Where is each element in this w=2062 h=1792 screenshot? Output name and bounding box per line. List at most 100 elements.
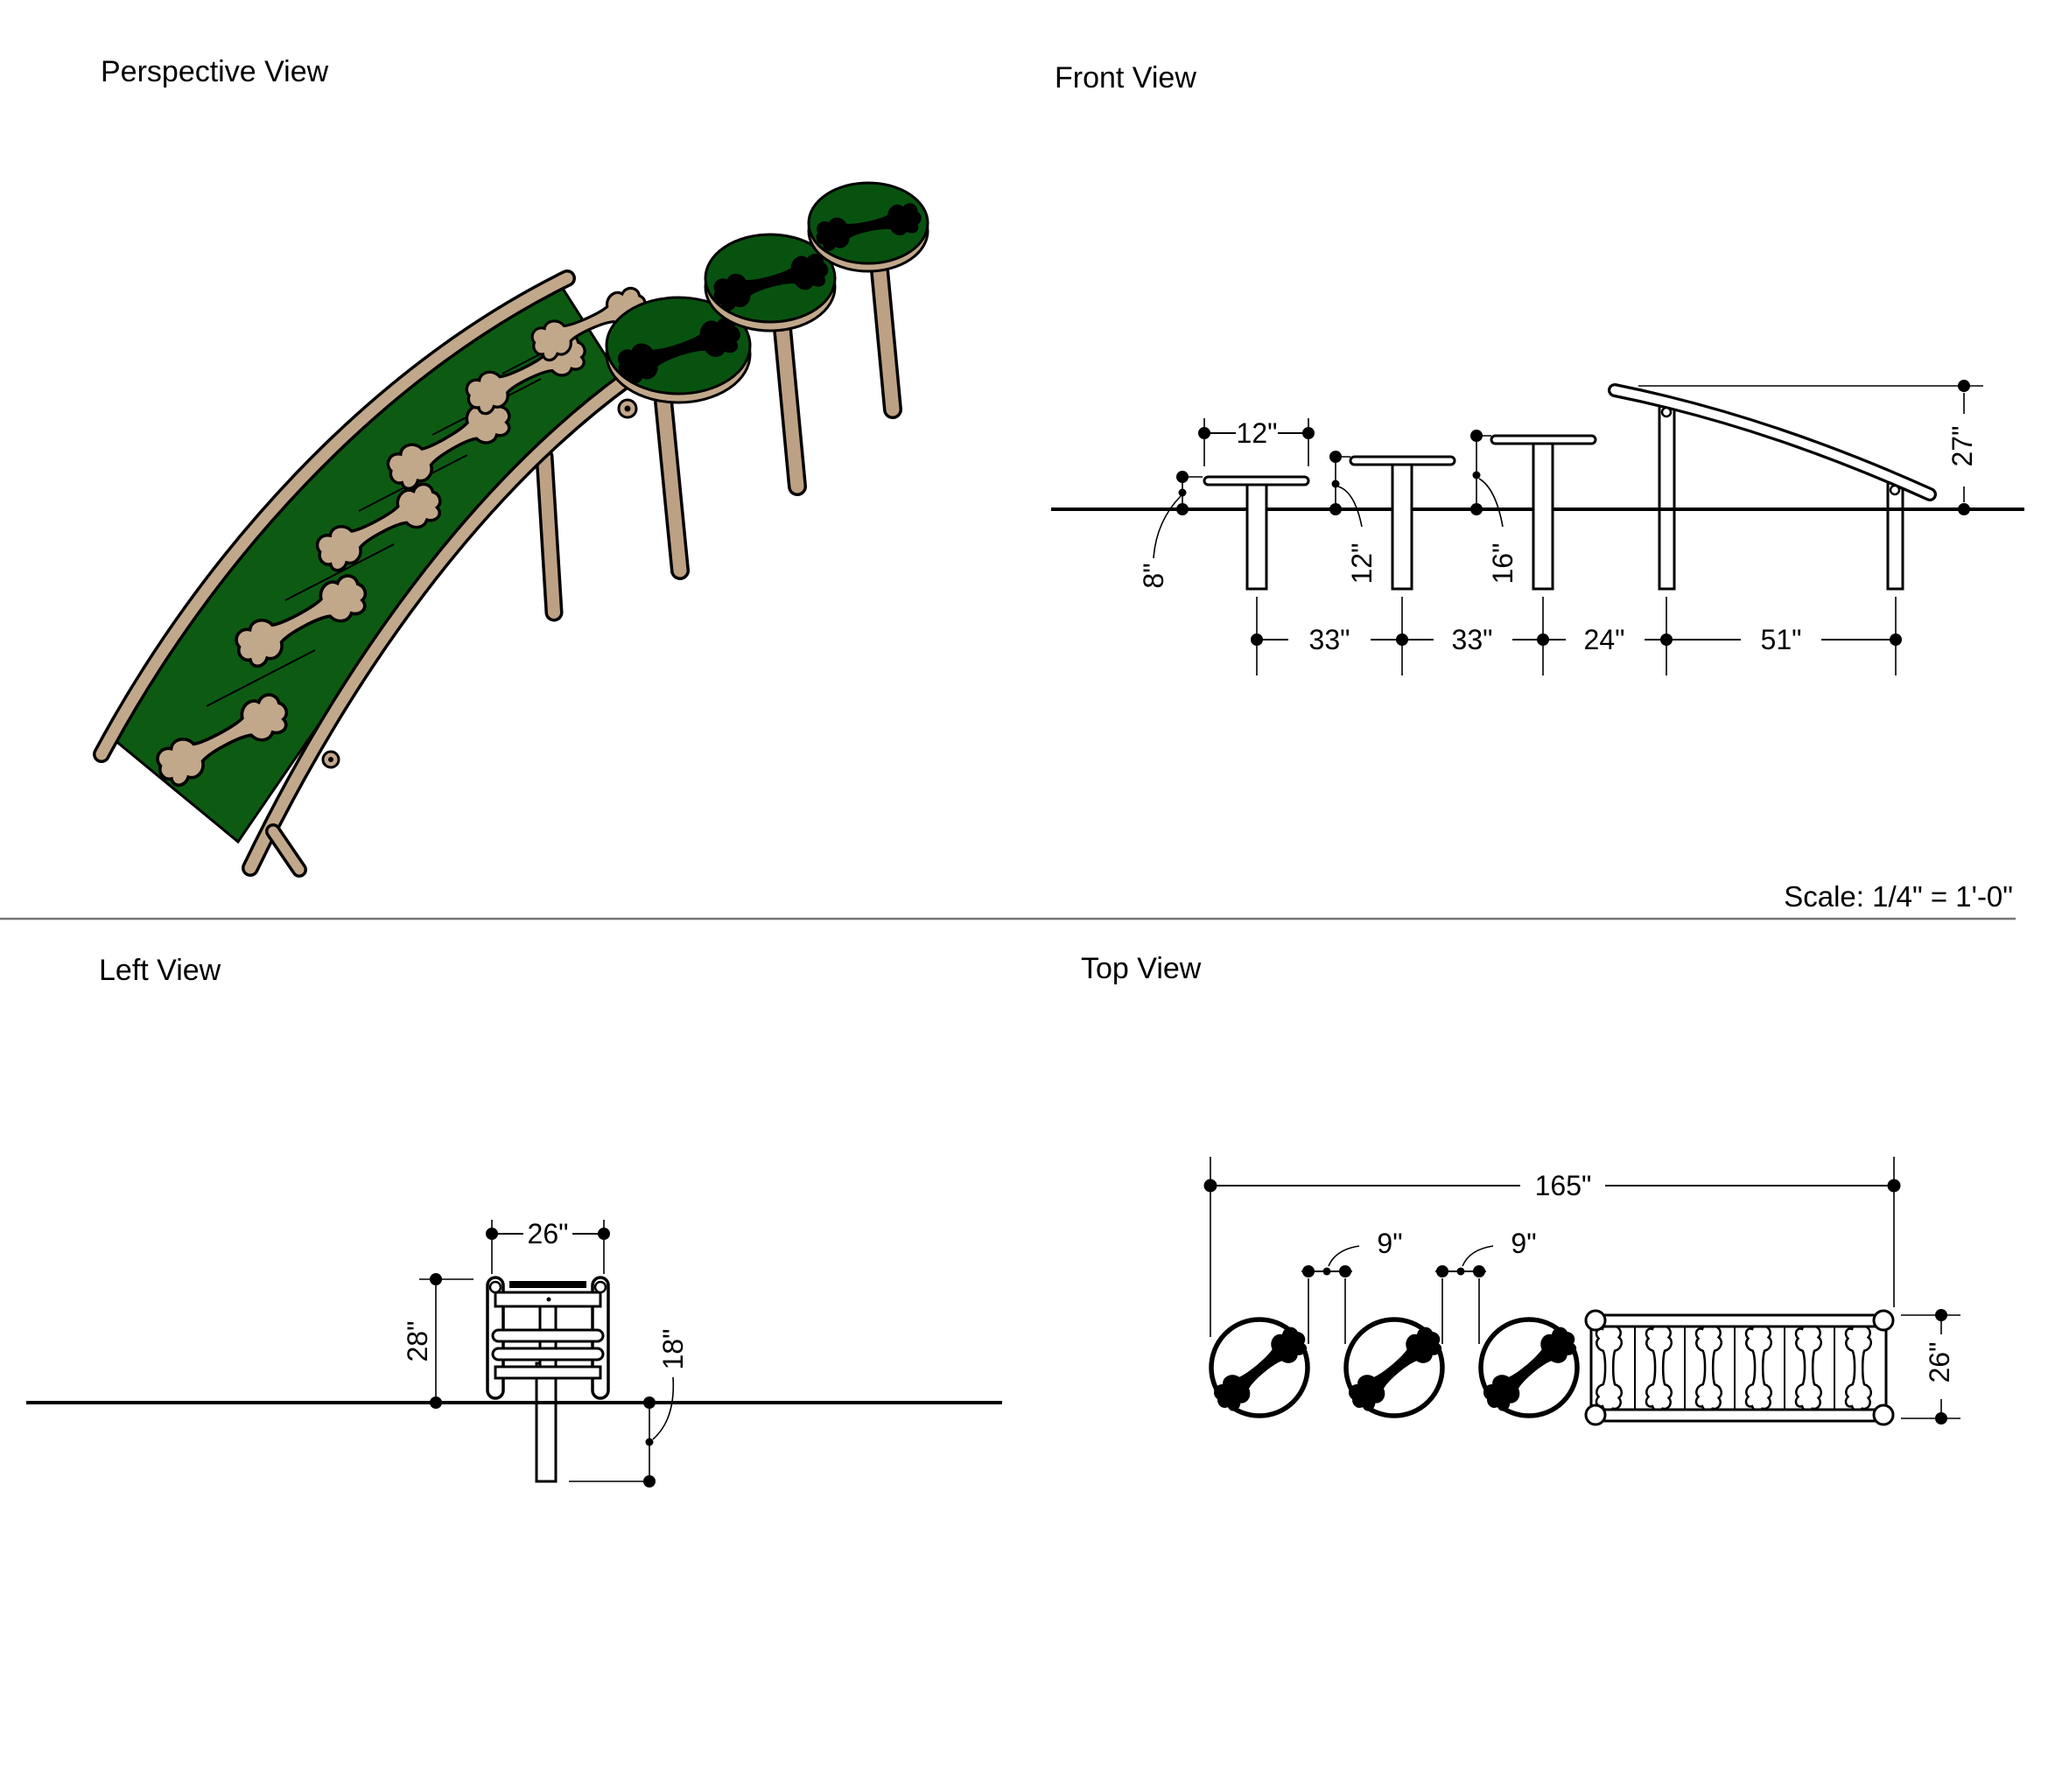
top-view: 165" 9" 9" [1203, 1157, 1960, 1426]
ramp-apex-post [538, 451, 560, 619]
left-view-title: Left View [99, 954, 221, 987]
buried-post [535, 1362, 558, 1483]
front-view-title: Front View [1055, 61, 1196, 94]
dim-label: 33" [1309, 624, 1350, 655]
dim-label: 24" [1584, 624, 1625, 655]
dim-label: 33" [1452, 624, 1493, 655]
rail-tube-end [593, 1280, 607, 1294]
post-bolt [1889, 484, 1901, 496]
dim-dot [1887, 1179, 1901, 1193]
dim-label: 26" [1924, 1342, 1955, 1383]
dim-dot [1470, 430, 1483, 442]
perspective-view [93, 181, 929, 878]
rail-cap [1584, 1309, 1607, 1332]
leader-line [652, 1376, 675, 1440]
dim-middot [1322, 1267, 1331, 1276]
bottom-rail-plan [1594, 1408, 1885, 1423]
dim-label: 26" [528, 1218, 569, 1250]
dim-ramp-height: 27" [1638, 380, 1983, 515]
slab-bolt [546, 1297, 551, 1302]
step1-cap [1203, 475, 1310, 486]
dim-dot [430, 1273, 442, 1285]
ramp-top-view [1584, 1309, 1895, 1426]
dim-embed-depth: 18" [569, 1329, 689, 1488]
perspective-view-title: Perspective View [101, 55, 329, 88]
bone-rung [491, 1328, 605, 1343]
paw-step-discs [605, 181, 929, 580]
dim-label: 165" [1535, 1170, 1592, 1201]
dim-middot [645, 1438, 654, 1446]
leader-line [1153, 495, 1182, 559]
disc-post [872, 254, 900, 416]
dim-dot [1339, 1265, 1351, 1278]
dim-dot [430, 1396, 442, 1409]
dim-dot [1935, 1412, 1947, 1424]
dim-spacing-chain: 33" 33" 24" 51" [1251, 597, 1902, 676]
dim-step3-height: 16" [1470, 430, 1518, 584]
step3-post [1532, 441, 1554, 591]
left-view: 26" 28" 18" [26, 1218, 1002, 1488]
dim-middot [1472, 471, 1481, 480]
dim-dot [1329, 451, 1342, 463]
ramp-post [1886, 479, 1904, 591]
dim-label: 12" [1346, 543, 1378, 584]
front-view: 12" 8" 12" [1051, 380, 2024, 676]
near-rail [244, 372, 635, 874]
dim-dot [1176, 471, 1189, 483]
rail-tube-end [488, 1280, 502, 1294]
dim-label: 8" [1138, 563, 1169, 588]
top-rail-plan [1594, 1313, 1885, 1328]
far-rail [95, 272, 573, 760]
dim-dot [1302, 1265, 1315, 1278]
dim-dot [1935, 1309, 1947, 1321]
dim-dot [643, 1396, 656, 1409]
leader-line [1328, 1245, 1360, 1267]
dim-overall-length: 165" [1203, 1157, 1901, 1337]
dim-dot [1473, 1265, 1485, 1278]
dim-ramp-width: 26" [1901, 1309, 1960, 1424]
post-bolt [1660, 406, 1673, 418]
deck-edge-bar [509, 1281, 586, 1288]
dim-left-width: 26" [486, 1218, 610, 1274]
dim-cap-width: 12" [1198, 417, 1315, 466]
dim-dot [1958, 503, 1970, 515]
dim-dot [1203, 1179, 1217, 1193]
leader-line [1462, 1245, 1494, 1267]
ramp-arc [1610, 386, 1934, 499]
rail-bracket-bolt [624, 405, 631, 412]
dim-label: 9" [1511, 1228, 1536, 1259]
dim-label: 18" [657, 1329, 689, 1370]
bone-rung [491, 1347, 605, 1362]
dim-gap1: 9" [1301, 1228, 1403, 1344]
dim-middot [1456, 1267, 1465, 1276]
dim-dot [643, 1475, 656, 1488]
step3-cap [1490, 434, 1597, 445]
rail-cap [1872, 1309, 1895, 1332]
rail-cap [1872, 1404, 1895, 1426]
dim-dot [1958, 380, 1970, 392]
dim-left-height: 28" [402, 1273, 473, 1409]
dim-middot [1178, 488, 1187, 497]
step2-post [1391, 462, 1413, 591]
dim-dot [486, 1228, 498, 1240]
dim-step2-height: 12" [1329, 451, 1378, 584]
top-view-title: Top View [1081, 952, 1202, 985]
panel-seam [284, 543, 395, 601]
ramp-deck-plan [1589, 1325, 1888, 1411]
dim-label: 9" [1377, 1228, 1402, 1259]
leader-line [1478, 478, 1504, 528]
leader-line [1337, 486, 1363, 528]
dim-label: 16" [1487, 543, 1518, 584]
dim-dot [598, 1228, 610, 1240]
ramp-foot [268, 826, 305, 875]
dim-dot [1470, 503, 1483, 515]
dim-step1-height: 8" [1138, 471, 1203, 589]
scale-note: Scale: 1/4" = 1'-0" [1784, 880, 2013, 913]
step1-post [1245, 482, 1268, 591]
dim-dot [1198, 427, 1210, 439]
panel-seam [206, 649, 316, 707]
disc-post [775, 312, 804, 494]
dim-label: 27" [1946, 426, 1978, 467]
